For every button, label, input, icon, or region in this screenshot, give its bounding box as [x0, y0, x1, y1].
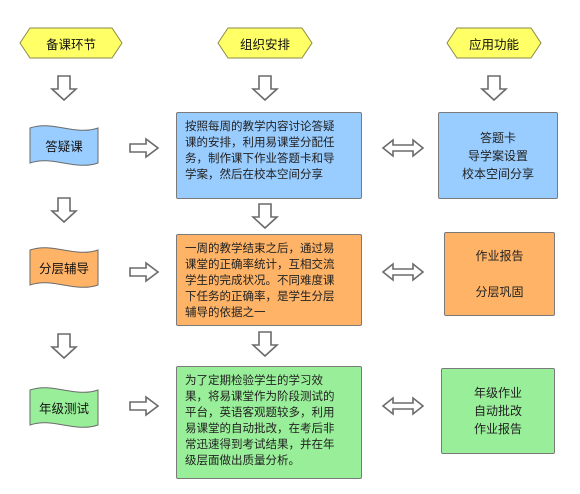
arrow-down-col2-1: [252, 203, 278, 229]
stage-description-2: 一周的教学结束之后，通过易 课堂的正确率统计，互相交流 学生的完成状况。不同难度…: [176, 234, 362, 326]
arrow-down-col2-top: [252, 75, 278, 101]
arrow-down-col1-top: [51, 75, 77, 101]
stage-functions-2-text: 作业报告 分层巩固: [475, 249, 524, 299]
arrow-down-col1-1: [51, 197, 77, 223]
stage-description-2-text: 一周的教学结束之后，通过易 课堂的正确率统计，互相交流 学生的完成状况。不同难度…: [185, 241, 335, 319]
stage-flag-2: [29, 247, 99, 288]
arrow-right-row2: [129, 262, 159, 282]
stage-description-1: 按照每周的教学内容讨论答疑 课的安排，利用易课堂分配任 务，制作课下作业答题卡和…: [176, 112, 362, 199]
stage-description-3-text: 为了定期检验学生的学习效 果，将易课堂作为阶段测试的 平台，英语客观题较多，利用…: [185, 373, 335, 467]
arrow-right-row1: [129, 138, 159, 158]
arrow-down-col3-top: [481, 75, 507, 101]
arrow-double-row3: [382, 397, 424, 415]
header-hex-col1: [19, 27, 123, 59]
stage-functions-1-text: 答题卡 导学案设置 校本空间分享: [461, 130, 534, 181]
arrow-right-row3: [129, 396, 159, 416]
stage-functions-2: 作业报告 分层巩固: [444, 232, 555, 316]
stage-flag-1: [29, 125, 99, 166]
stage-functions-1: 答题卡 导学案设置 校本空间分享: [438, 112, 558, 199]
stage-description-1-text: 按照每周的教学内容讨论答疑 课的安排，利用易课堂分配任 务，制作课下作业答题卡和…: [185, 119, 335, 181]
header-hex-col2: [217, 27, 313, 59]
header-hex-col3: [446, 27, 542, 59]
stage-flag-3: [29, 387, 99, 428]
stage-functions-3-text: 年级作业 自动批改 作业报告: [473, 386, 522, 436]
arrow-down-col2-2: [252, 331, 278, 357]
arrow-double-row1: [382, 139, 424, 157]
stage-description-3: 为了定期检验学生的学习效 果，将易课堂作为阶段测试的 平台，英语客观题较多，利用…: [176, 366, 362, 479]
arrow-down-col1-2: [51, 333, 77, 359]
arrow-double-row2: [382, 263, 424, 281]
stage-functions-3: 年级作业 自动批改 作业报告: [441, 368, 555, 454]
